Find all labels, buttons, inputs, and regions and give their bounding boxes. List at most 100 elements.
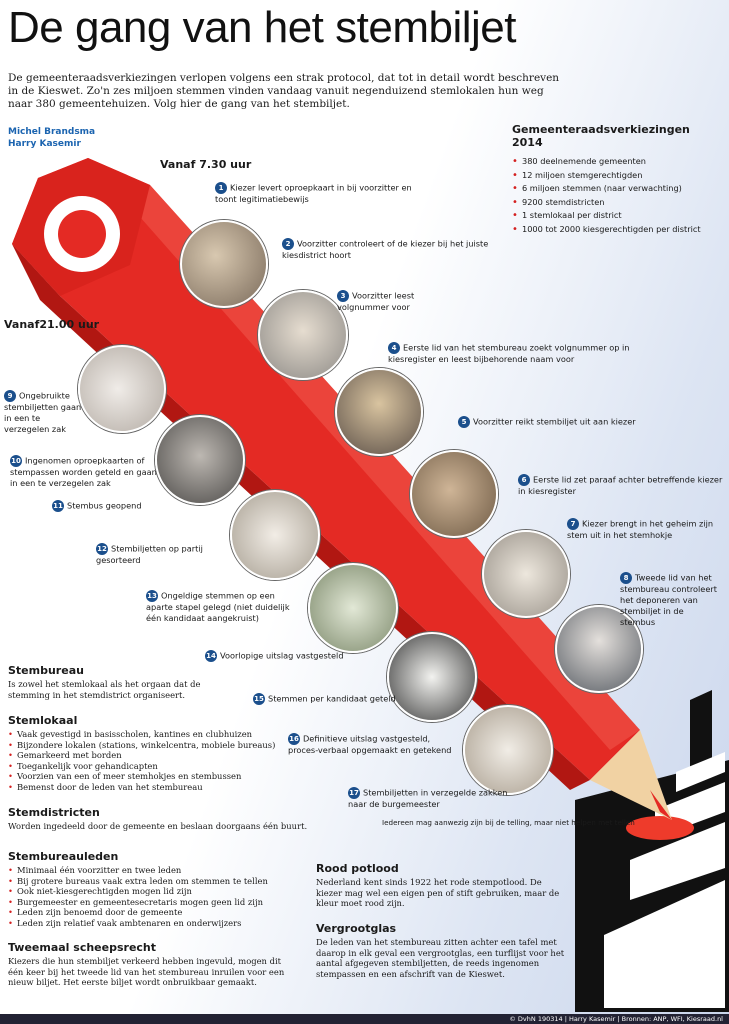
section-text: De leden van het stembureau zitten achte… xyxy=(316,937,565,979)
step-text: Kiezer levert oproepkaart in bij voorzit… xyxy=(215,182,412,205)
authors: Michel Brandsma Harry Kasemir xyxy=(8,126,95,150)
list-item: Voorzien van een of meer stemhokjes en s… xyxy=(8,771,288,782)
photo-step-4 xyxy=(335,368,423,456)
section-stembureau: Stembureau Is zowel het stemlokaal als h… xyxy=(8,664,228,700)
photo-step-1 xyxy=(180,220,268,308)
section-title: Tweemaal scheepsrecht xyxy=(8,941,157,954)
step-badge: 9 xyxy=(4,390,16,402)
author-1: Michel Brandsma xyxy=(8,127,96,137)
photo-step-13 xyxy=(308,563,398,653)
list-item: Vaak gevestigd in basisscholen, kantines… xyxy=(8,729,288,740)
photo-step-10 xyxy=(155,415,245,505)
step-badge: 11 xyxy=(52,500,64,512)
photo-step-12 xyxy=(230,490,320,580)
fact-item: 1000 tot 2000 kiesgerechtigden per distr… xyxy=(512,223,722,237)
step-badge: 5 xyxy=(458,416,470,428)
step-badge: 3 xyxy=(337,290,349,302)
step-text: Eerste lid zet paraaf achter betreffende… xyxy=(518,474,723,497)
footer-credits: © DvhN 190314 | Harry Kasemir | Bronnen:… xyxy=(509,1015,723,1023)
section-title: Stembureauleden xyxy=(8,850,119,863)
section-text: Is zowel het stemlokaal als het orgaan d… xyxy=(8,679,201,700)
section-title: Vergrootglas xyxy=(316,922,397,935)
step-text: Stembiljetten in verzegelde zakken naar … xyxy=(348,787,508,810)
section-rood-potlood: Rood potlood Nederland kent sinds 1922 h… xyxy=(316,862,566,909)
section-title: Stemlokaal xyxy=(8,714,78,727)
section-vergrootglas: Vergrootglas De leden van het stembureau… xyxy=(316,922,566,979)
fact-item: 380 deelnemende gemeenten xyxy=(512,155,722,169)
list-item: Bijzondere lokalen (stations, winkelcent… xyxy=(8,740,288,751)
step-badge: 14 xyxy=(205,650,217,662)
section-stemlokaal: Stemlokaal Vaak gevestigd in basisschole… xyxy=(8,714,288,792)
step-text: Stembus geopend xyxy=(67,500,142,511)
step-text: Voorzitter reikt stembiljet uit aan kiez… xyxy=(473,416,636,427)
step-badge: 1 xyxy=(215,182,227,194)
list-item: Leden zijn benoemd door de gemeente xyxy=(8,907,298,918)
photo-step-2 xyxy=(258,290,348,380)
photo-step-6 xyxy=(410,450,498,538)
section-title: Stembureau xyxy=(8,664,84,677)
step-text: Kiezer brengt in het geheim zijn stem ui… xyxy=(567,518,714,541)
section-title: Stemdistricten xyxy=(8,806,100,819)
step-text: Ongebruikte stembiljetten gaan in een te… xyxy=(4,390,82,435)
photo-step-9 xyxy=(78,345,166,433)
ballot-box-illustration xyxy=(575,690,729,1012)
page-title: De gang van het stembiljet xyxy=(8,3,516,52)
section-list: Minimaal één voorzitter en twee leden Bi… xyxy=(8,865,298,928)
list-item: Bemenst door de leden van het stembureau xyxy=(8,782,288,793)
step-badge: 15 xyxy=(253,693,265,705)
photo-step-17 xyxy=(463,705,553,795)
facts-list: 380 deelnemende gemeenten 12 miljoen ste… xyxy=(512,155,722,236)
section-stembureauleden: Stembureauleden Minimaal één voorzitter … xyxy=(8,850,298,928)
step-badge: 16 xyxy=(288,733,300,745)
list-item: Ook niet-kiesgerechtigden mogen lid zijn xyxy=(8,886,298,897)
time-end: Vanaf21.00 uur xyxy=(4,318,100,331)
list-item: Minimaal één voorzitter en twee leden xyxy=(8,865,298,876)
section-text: Worden ingedeeld door de gemeente en bes… xyxy=(8,821,308,831)
section-scheepsrecht: Tweemaal scheepsrecht Kiezers die hun st… xyxy=(8,941,288,988)
facts-box: Gemeenteraadsverkiezingen 2014 380 deeln… xyxy=(512,123,722,236)
list-item: Burgemeester en gemeentesecretaris mogen… xyxy=(8,897,298,908)
step-badge: 2 xyxy=(282,238,294,250)
step-badge: 8 xyxy=(620,572,632,584)
step-text: Stembiljetten op partij gesorteerd xyxy=(96,543,203,566)
facts-title: Gemeenteraadsverkiezingen 2014 xyxy=(512,123,690,149)
intro-text: De gemeenteraadsverkiezingen verlopen vo… xyxy=(8,72,560,110)
step-text: Voorzitter leest volgnummer voor xyxy=(337,290,415,313)
list-item: Leden zijn relatief vaak ambtenaren en o… xyxy=(8,918,298,929)
list-item: Gemarkeerd met borden xyxy=(8,750,288,761)
list-item: Toegankelijk voor gehandicapten xyxy=(8,761,288,772)
step-text: Ingenomen oproepkaarten of stempassen wo… xyxy=(10,455,157,489)
author-2: Harry Kasemir xyxy=(8,139,81,149)
step-text: Voorlopige uitslag vastgesteld xyxy=(220,650,344,661)
fact-item: 6 miljoen stemmen (naar verwachting) xyxy=(512,182,722,196)
section-text: Nederland kent sinds 1922 het rode stemp… xyxy=(316,877,560,908)
step-badge: 17 xyxy=(348,787,360,799)
step-badge: 7 xyxy=(567,518,579,530)
step-text: Tweede lid van het stembureau controleer… xyxy=(620,572,717,628)
step-text: Voorzitter controleert of de kiezer bij … xyxy=(282,238,489,261)
section-list: Vaak gevestigd in basisscholen, kantines… xyxy=(8,729,288,792)
photo-step-7 xyxy=(482,530,570,618)
step-text: Ongeldige stemmen op een aparte stapel g… xyxy=(146,590,290,624)
fact-item: 9200 stemdistricten xyxy=(512,196,722,210)
section-text: Kiezers die hun stembiljet verkeerd hebb… xyxy=(8,956,285,987)
step-text: Definitieve uitslag vastgesteld, proces-… xyxy=(288,733,452,756)
photo-step-8 xyxy=(555,605,643,693)
fact-item: 12 miljoen stemgerechtigden xyxy=(512,169,722,183)
section-stemdistricten: Stemdistricten Worden ingedeeld door de … xyxy=(8,806,308,832)
